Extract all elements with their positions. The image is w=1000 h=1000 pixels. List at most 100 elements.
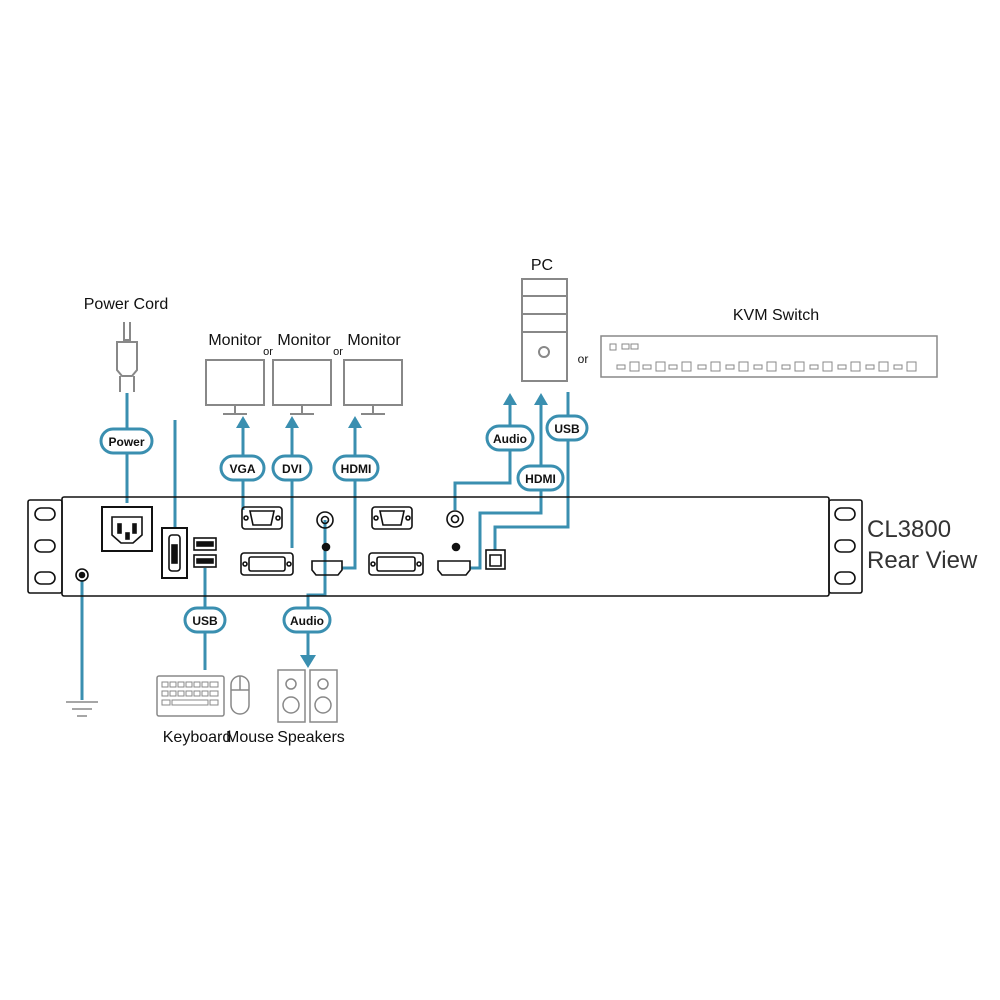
pc-label: PC — [531, 257, 553, 274]
left-ear-slot-3 — [34, 571, 56, 585]
right-ear-slot-1 — [834, 507, 856, 521]
chassis — [61, 496, 830, 597]
vga-out-screw-r — [275, 515, 281, 521]
audio-speaker-cable-label-text: Audio — [290, 614, 324, 628]
ground-screw-inner — [78, 571, 86, 579]
power-pin-l — [117, 523, 122, 534]
audio-pc-cable-label: Audio — [485, 424, 535, 452]
ground-icon — [66, 701, 98, 717]
hdmi-pc-cable-label-text: HDMI — [525, 472, 556, 486]
power-cable-label-text: Power — [108, 435, 144, 449]
pc-icon — [521, 278, 568, 382]
power-switch-mark — [171, 544, 178, 564]
left-ear-slot-2 — [34, 539, 56, 553]
vga-in-screw-l — [373, 515, 379, 521]
dvi-in-screw-r — [416, 561, 422, 567]
audio-pc-cable — [453, 402, 512, 510]
dvi-cable-label-text: DVI — [282, 462, 302, 476]
audio-pc-cable-label-text: Audio — [493, 432, 527, 446]
dvi-out-screw-l — [242, 561, 248, 567]
power-cord-label: Power Cord — [84, 296, 168, 313]
audio-out-jack-inner — [320, 515, 330, 525]
vga-in-screw-r — [405, 515, 411, 521]
hdmi-pc-cable-label: HDMI — [516, 464, 565, 492]
dvi-arrow — [285, 416, 299, 428]
speakers-icon — [277, 669, 338, 723]
monitor-2-icon — [272, 359, 332, 415]
monitor-3-label: Monitor — [347, 332, 401, 349]
title: CL3800 Rear View — [867, 516, 978, 574]
console-usb-tongue-2 — [196, 558, 214, 564]
audio-speaker-arrow — [300, 655, 316, 668]
hdmi-in-led — [451, 542, 461, 552]
vga-in-shell — [379, 510, 405, 526]
power-inlet-socket — [111, 516, 143, 544]
vga-cable-label-text: VGA — [229, 462, 255, 476]
audio-in-jack-inner — [450, 514, 460, 524]
monitor-2-label: Monitor — [277, 332, 331, 349]
usb-console-cable-label: USB — [183, 606, 227, 634]
view-title: Rear View — [867, 547, 978, 574]
right-ear-slot-3 — [834, 571, 856, 585]
power-pin-r — [132, 523, 137, 534]
usb-b-inner — [489, 554, 502, 567]
usb-pc-cable — [493, 392, 570, 550]
vga-in-port — [371, 506, 413, 530]
audio-out-jack — [316, 511, 334, 529]
vga-arrow — [236, 416, 250, 428]
monitors — [205, 359, 403, 415]
mouse-label: Mouse — [226, 729, 274, 746]
ground-screw — [75, 568, 89, 582]
arrowheads — [236, 393, 548, 668]
right-rack-ear — [828, 499, 863, 594]
usb-pc-cable-label-text: USB — [554, 422, 580, 436]
cable-labels: Power VGA DVI HDMI Audio HDMI USB USB — [99, 414, 589, 634]
hdmi-monitor-arrow — [348, 416, 362, 428]
dvi-out-shell — [248, 556, 286, 572]
hdmi-monitor-cable-label: HDMI — [332, 454, 380, 482]
keyboard-icon — [156, 675, 225, 717]
vga-cable-label: VGA — [219, 454, 266, 482]
vga-out-shell — [249, 510, 275, 526]
power-plug-icon — [116, 322, 138, 392]
dvi-out-port — [240, 552, 294, 576]
audio-speaker-cable — [306, 520, 327, 660]
audio-speaker-cable-label: Audio — [282, 606, 332, 634]
usb-pc-cable-label: USB — [545, 414, 589, 442]
vga-out-screw-l — [243, 515, 249, 521]
dvi-in-port — [368, 552, 424, 576]
console-usb-tongue-1 — [196, 541, 214, 547]
power-switch — [161, 527, 188, 579]
console-usb-port-1 — [193, 537, 217, 551]
or-label-2: or — [333, 346, 343, 358]
mouse-icon — [230, 675, 250, 715]
vga-out-port — [241, 506, 283, 530]
left-rack-ear — [27, 499, 63, 594]
right-ear-slot-2 — [834, 539, 856, 553]
audio-in-jack — [446, 510, 464, 528]
hdmi-out-port — [311, 560, 343, 576]
kvm-switch-icon — [600, 335, 938, 378]
device-labels: Power Cord Monitor or Monitor or Monitor… — [84, 257, 819, 746]
power-inlet — [101, 506, 153, 552]
hdmi-pc-arrow — [534, 393, 548, 405]
power-cable-label: Power — [99, 427, 154, 455]
usb-b-port — [485, 549, 506, 570]
power-switch-rocker — [168, 534, 181, 572]
or-label-1: or — [263, 346, 273, 358]
monitor-1-icon — [205, 359, 265, 415]
kvm-switch-label: KVM Switch — [733, 307, 819, 324]
hdmi-in-port — [437, 560, 471, 576]
speakers-label: Speakers — [277, 729, 345, 746]
dvi-in-screw-l — [370, 561, 376, 567]
hdmi-out-led — [321, 542, 331, 552]
dvi-in-shell — [376, 556, 416, 572]
rack-unit — [27, 496, 863, 597]
power-pin-g — [125, 532, 130, 540]
console-usb-port-2 — [193, 554, 217, 568]
dvi-cable-label: DVI — [271, 454, 313, 482]
or-label-pc-kvm: or — [578, 352, 589, 366]
dvi-out-screw-r — [286, 561, 292, 567]
monitor-1-label: Monitor — [208, 332, 262, 349]
